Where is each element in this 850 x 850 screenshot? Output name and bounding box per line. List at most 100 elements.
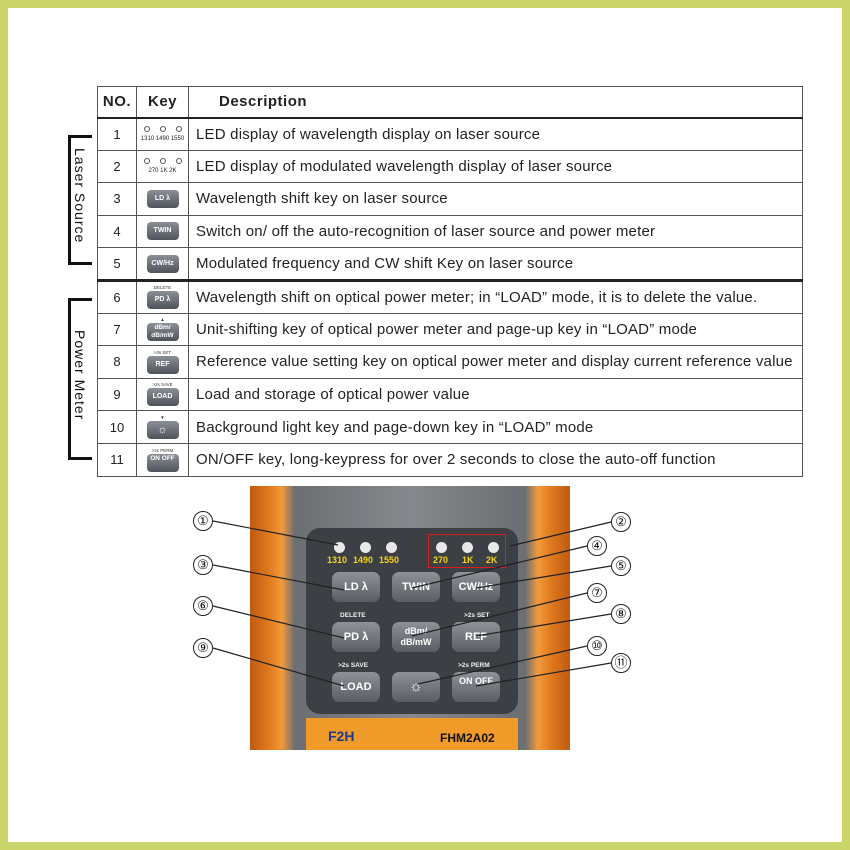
device-led-icon [334,542,345,553]
device-load-key[interactable]: LOAD [332,672,380,702]
ref-key-icon: REF [146,355,179,374]
callout-marker: ⑤ [611,556,631,576]
callout-marker: ⑩ [587,636,607,656]
device-led-label: 1490 [353,555,374,565]
device-backlight-key[interactable]: ☼ [392,672,440,702]
laser-source-bracket [68,135,92,265]
device-led-label: 1K [462,555,474,565]
twin-key-icon: TWIN [146,222,179,241]
device-ld-key[interactable]: LD λ [332,572,380,602]
header-no: NO. [97,86,137,119]
led-circle-icon [175,125,182,132]
callout-marker: ⑦ [587,583,607,603]
key-cell: ▲dBm/ dB/mW [136,312,189,347]
led-label: 270 [148,167,159,174]
device-save-caption: >2s SAVE [338,662,369,669]
device-led-label: 1310 [327,555,348,565]
table-row: 2 270 1K 2K LED display of modulated wav… [97,149,803,184]
led-label: 1550 [170,135,185,142]
load-key-icon: LOAD [146,388,179,407]
modulation-led-frame [428,534,506,568]
callout-marker: ⑪ [611,653,631,673]
model-number: FHM2A02 [440,731,495,745]
led-label: 1490 [155,135,170,142]
table-row: 5 CW/Hz Modulated frequency and CW shift… [97,247,803,282]
dbm-key-icon: dBm/ dB/mW [146,323,179,342]
table-header-row: NO. Key Description [97,86,803,119]
key-caption: ▲ [160,317,165,323]
pd-key-icon: PD λ [146,291,179,310]
device-led-icon [462,542,473,553]
led-label: 1310 [140,135,155,142]
device-delete-caption: DELETE [340,612,366,619]
led-circle-icon [143,125,150,132]
table-row: 1 1310 1490 1550 LED display of waveleng… [97,117,803,151]
cwhz-key-icon: CW/Hz [146,254,179,273]
row-description: ON/OFF key, long-keypress for over 2 sec… [188,442,803,477]
laser-source-label: Laser Source [72,148,88,244]
device-led-icon [360,542,371,553]
table-row: 4 TWIN Switch on/ off the auto-recogniti… [97,214,803,249]
row-description: Wavelength shift on optical power meter;… [188,279,803,314]
callout-marker: ⑧ [611,604,631,624]
row-description: Modulated frequency and CW shift Key on … [188,247,803,282]
key-description-table: NO. Key Description 1 1310 1490 1550 LED… [97,86,803,477]
key-cell: 270 1K 2K [136,149,189,184]
callout-marker: ④ [587,536,607,556]
device-photo: 1310 1490 1550 270 1K 2K LD λ TWIN CW/Hz… [250,486,570,750]
row-number: 11 [97,442,137,477]
device-set-caption: >2s SET [464,612,490,619]
device-led-label: 1550 [379,555,400,565]
device-led-icon [488,542,499,553]
key-caption: >2s SAVE [152,382,173,388]
header-description: Description [188,86,803,119]
device-dbm-key[interactable]: dBm/ dB/mW [392,622,440,652]
row-description: Wavelength shift key on laser source [188,182,803,216]
led-indicator-group: 1310 1490 1550 [137,125,188,143]
row-description: LED display of modulated wavelength disp… [188,149,803,184]
callout-marker: ③ [193,555,213,575]
row-description: Switch on/ off the auto-recognition of l… [188,214,803,249]
row-number: 2 [97,149,137,184]
led-indicator-group: 270 1K 2K [137,157,188,175]
callout-marker: ① [193,511,213,531]
table-row: 3 LD λ Wavelength shift key on laser sou… [97,182,803,216]
led-circle-icon [175,157,182,164]
row-description: LED display of wavelength display on las… [188,117,803,151]
led-label: 2K [169,167,177,174]
device-led-icon [386,542,397,553]
row-number: 7 [97,312,137,347]
row-description: Load and storage of optical power value [188,377,803,412]
table-row: 7 ▲dBm/ dB/mW Unit-shifting key of optic… [97,312,803,347]
ld-key-icon: LD λ [146,189,179,208]
key-caption: ▼ [160,415,165,421]
key-caption: >2s PERM [151,447,174,453]
led-circle-icon [159,125,166,132]
row-description: Reference value setting key on optical p… [188,345,803,379]
key-cell: CW/Hz [136,247,189,282]
device-led-label: 2K [486,555,498,565]
power-meter-label: Power Meter [72,330,88,421]
callout-marker: ② [611,512,631,532]
onoff-key-icon: ON OFF [146,453,179,472]
callout-marker: ⑥ [193,596,213,616]
row-number: 3 [97,182,137,216]
device-onoff-key[interactable]: ON OFF [452,672,500,702]
header-key: Key [136,86,189,119]
device-led-label: 270 [433,555,449,565]
device-led-icon [436,542,447,553]
key-cell: LD λ [136,182,189,216]
device-footer-strip [306,718,518,750]
key-caption: DELETE [153,285,172,291]
device-ref-key[interactable]: REF [452,622,500,652]
row-number: 4 [97,214,137,249]
brand-logo: F2H [328,728,355,744]
